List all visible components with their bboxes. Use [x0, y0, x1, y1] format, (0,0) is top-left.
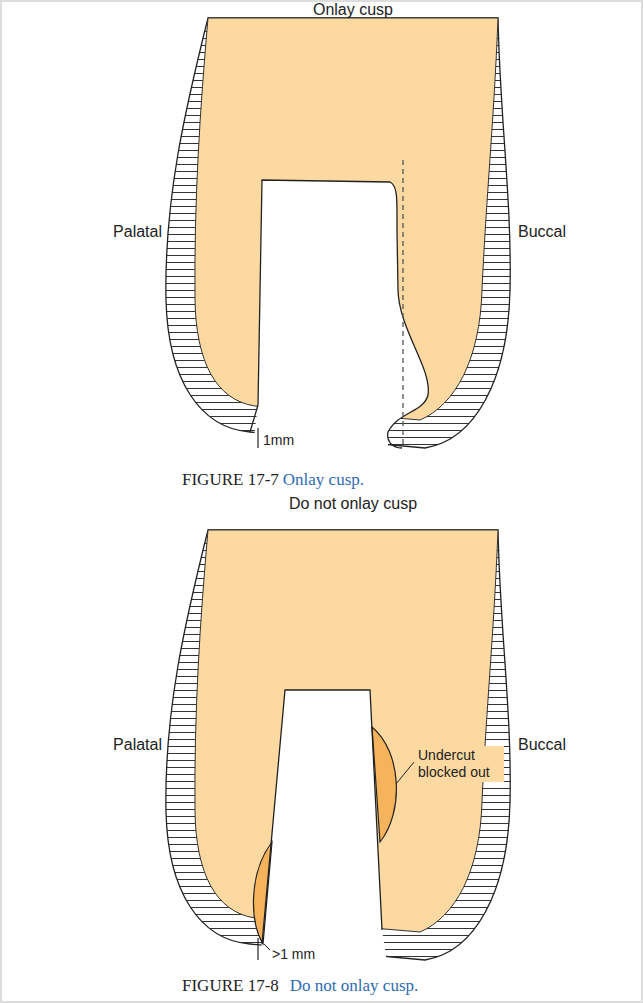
blocked-undercut: [372, 727, 396, 842]
onlay-tooth: [166, 18, 510, 470]
figure-caption: Onlay cusp.: [283, 470, 364, 490]
side-label: Buccal: [518, 222, 566, 241]
dimension-label: >1 mm: [272, 946, 315, 963]
dimension-tick: [257, 428, 258, 448]
side-label: Buccal: [518, 735, 566, 754]
dimension-tick: [257, 938, 258, 960]
figure-caption: Do not onlay cusp.: [290, 976, 418, 996]
side-label: Palatal: [113, 735, 162, 754]
leader-line: [264, 944, 270, 950]
figure-number: FIGURE 17-8: [182, 976, 279, 996]
cavity-wall: [262, 690, 382, 944]
cusp-edge: [250, 405, 258, 432]
leader-line: [396, 762, 414, 784]
dimension-label: 1mm: [263, 432, 294, 449]
no-onlay-tooth: [166, 530, 510, 982]
figure-heading: Onlay cusp: [313, 0, 393, 19]
cavity: [250, 180, 428, 470]
figure-number: FIGURE 17-7: [182, 470, 279, 490]
callout-label: Undercut blocked out: [416, 746, 504, 782]
figure-heading: Do not onlay cusp: [289, 494, 417, 513]
side-label: Palatal: [113, 222, 162, 241]
reduction-line: [402, 160, 403, 446]
cavity: [250, 690, 390, 982]
